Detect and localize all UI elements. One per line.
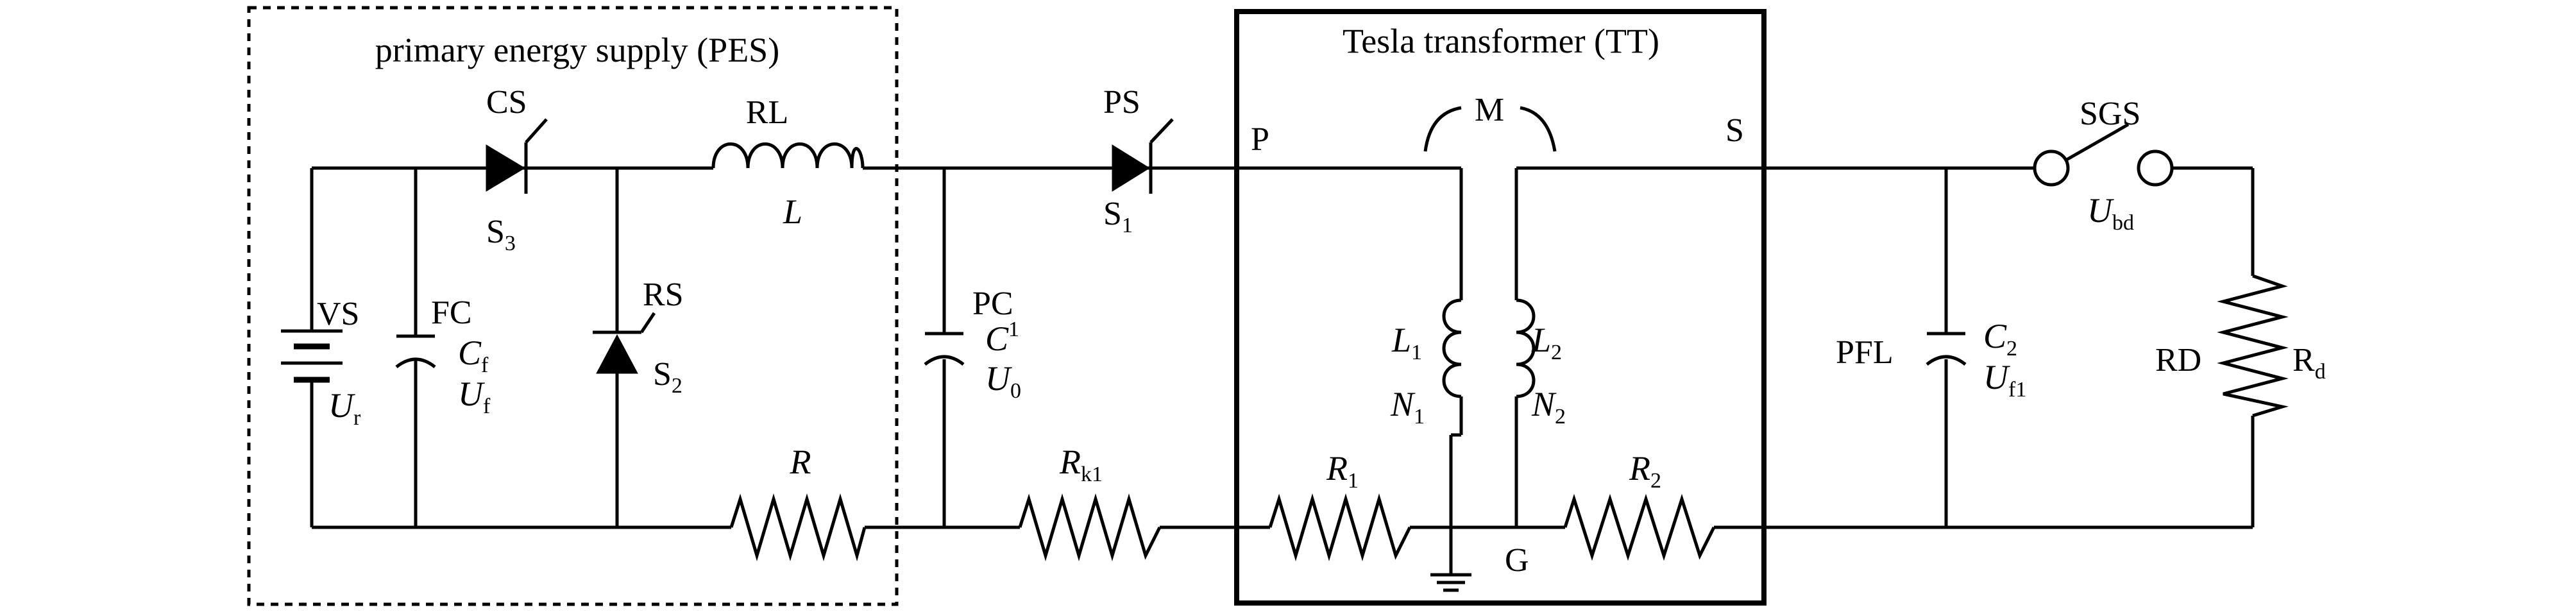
r1-resistor [1268,493,1412,561]
pes-box: primary energy supply (PES) [247,6,899,606]
fc-label: FC [431,294,472,331]
tt-title: Tesla transformer (TT) [1343,22,1659,60]
pc-capacitance: C1 [985,318,1019,358]
n1-label: N1 [1390,385,1425,429]
cs-id: S3 [486,214,516,255]
tt-primary-terminal: P [1251,121,1269,158]
tt-ground-label: G [1505,542,1529,579]
sgs-label: SGS [2080,96,2140,132]
pfl-voltage: Uf1 [1983,358,2026,402]
pc-label: PC [972,285,1013,322]
fc-capacitance: Cf [458,334,489,377]
l2-coil [1516,298,1536,398]
tt-box: Tesla transformer (TT) [1234,9,1767,606]
ground-icon [1430,573,1471,592]
fc-capacitor: FC Cf Uf [395,294,491,418]
rk1-resistor: Rk1 [1018,443,1162,561]
sgs-breakdown-voltage: Ubd [2087,191,2134,235]
pes-title: primary energy supply (PES) [375,31,779,69]
wires [310,166,2255,575]
ps-id: S1 [1103,196,1133,237]
rl-inductor: RL L [648,94,865,231]
rd-resistor: RD Rd [2155,274,2326,418]
rs-switch: RS S2 [593,276,684,398]
tt-secondary-terminal: S [1725,112,1744,149]
vs-battery: VS Ur [281,296,361,430]
tt-mutual-label: M [1475,92,1504,128]
pfl-capacitance: C2 [1983,317,2017,361]
cs-switch: CS S3 [482,84,548,255]
rd-label: RD [2155,342,2201,378]
rk1-label: Rk1 [1059,443,1103,486]
pfl-capacitor: PFL C2 Uf1 [1836,317,2026,402]
cs-label: CS [486,84,527,121]
r1-label: R1 [1326,449,1359,493]
rd-id: Rd [2292,342,2326,384]
r-resistor: R [729,443,867,562]
r2-resistor [1563,493,1716,561]
vs-label: VS [317,296,359,332]
pc-voltage: U0 [985,359,1021,403]
rl-inductance: L [783,192,802,231]
rs-label: RS [643,276,684,313]
ps-label: PS [1103,84,1140,121]
fc-voltage: Uf [458,375,491,418]
sgs-switch: SGS Ubd [2033,96,2174,235]
n2-label: N2 [1531,385,1566,429]
rl-label: RL [746,94,788,131]
pfl-label: PFL [1836,334,1894,371]
tesla-transformer: P S M L1 N1 L2 N2 R1 R2 G [1251,92,1744,592]
pc-capacitor: PC C1 U0 [924,285,1021,403]
r-label: R [790,443,811,481]
r2-label: R2 [1629,449,1661,493]
ps-switch: PS S1 [1103,84,1174,237]
vs-voltage: Ur [328,386,361,430]
l1-label: L1 [1391,321,1422,364]
l1-coil [1442,298,1462,398]
l2-label: L2 [1531,321,1562,364]
rs-id: S2 [653,356,682,398]
